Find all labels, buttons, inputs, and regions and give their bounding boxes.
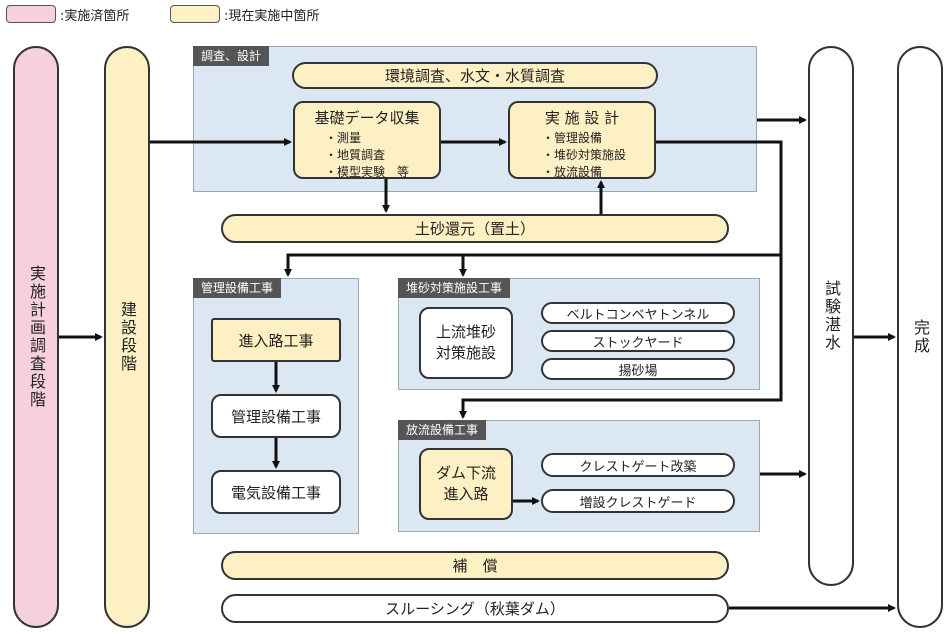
sluicing: スルーシング（秋葉ダム） bbox=[221, 594, 729, 623]
design-box: 実 施 設 計 ・管理設備 ・堆砂対策施設 ・放流設備 bbox=[508, 101, 656, 179]
env-survey: 環境調査、水文・水質調査 bbox=[292, 62, 658, 89]
stage-test: 試験湛水 bbox=[808, 46, 854, 586]
discharge-item-added: 増設クレストゲード bbox=[541, 489, 735, 513]
survey-tab: 調査、設計 bbox=[193, 46, 270, 66]
arrow-design-mgmt bbox=[284, 140, 783, 277]
basic-data-item: ・模型実験 等 bbox=[325, 165, 410, 179]
design-item: ・放流設備 bbox=[542, 165, 603, 179]
basic-data-title: 基礎データ収集 bbox=[314, 109, 420, 127]
basic-data-item: ・地質調査 bbox=[325, 148, 386, 162]
legend-current-label: :現在実施中箇所 bbox=[224, 9, 320, 24]
stage-complete: 完成 bbox=[897, 46, 943, 628]
mgmt-tab: 管理設備工事 bbox=[193, 278, 282, 298]
legend-done-label: :実施済箇所 bbox=[60, 9, 130, 24]
stage-plan: 実施計画調査段階 bbox=[13, 46, 59, 628]
upstream-box: 上流堆砂 対策施設 bbox=[419, 307, 513, 379]
discharge-item-crest: クレストゲート改築 bbox=[541, 453, 735, 477]
basic-data-box: 基礎データ収集 ・測量 ・地質調査 ・模型実験 等 bbox=[293, 101, 441, 179]
discharge-tab: 放流設備工事 bbox=[398, 420, 487, 440]
basic-data-item: ・測量 bbox=[325, 131, 362, 145]
soil-return: 土砂還元（置土） bbox=[221, 214, 729, 243]
design-title: 実 施 設 計 bbox=[544, 109, 620, 127]
mgmt-facility-box: 管理設備工事 bbox=[211, 394, 341, 438]
sediment-item-belt: ベルトコンベヤトンネル bbox=[541, 302, 735, 324]
sediment-item-lift: 揚砂場 bbox=[541, 358, 735, 380]
mgmt-electric-box: 電気設備工事 bbox=[211, 470, 341, 514]
stage-build: 建設段階 bbox=[104, 46, 150, 628]
arrow-design-discharge bbox=[459, 255, 783, 419]
legend-done-swatch bbox=[6, 5, 56, 23]
mgmt-road-box: 進入路工事 bbox=[211, 318, 341, 362]
downstream-road-box: ダム下流 進入路 bbox=[419, 448, 513, 520]
sediment-item-stockyard: ストックヤード bbox=[541, 330, 735, 352]
sediment-tab: 堆砂対策施設工事 bbox=[398, 278, 511, 298]
design-item: ・管理設備 bbox=[542, 131, 603, 145]
legend-current-swatch bbox=[170, 5, 220, 23]
design-item: ・堆砂対策施設 bbox=[542, 148, 627, 162]
compensation: 補 償 bbox=[221, 551, 729, 580]
